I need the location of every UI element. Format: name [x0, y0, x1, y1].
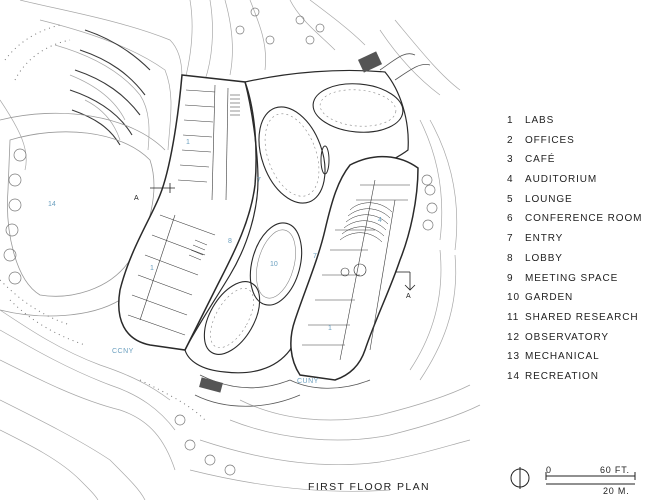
- central-plaza-outline: [184, 69, 409, 374]
- scale-bar: [545, 472, 636, 485]
- legend-label: AUDITORIUM: [525, 174, 598, 186]
- scale-meters-label: 20 M.: [603, 486, 630, 496]
- legend-item: 7 ENTRY: [507, 233, 642, 253]
- legend-number: 6: [507, 213, 514, 225]
- legend-item: 13 MECHANICAL: [507, 351, 642, 371]
- west-wing: [118, 74, 257, 351]
- legend-item: 6 CONFERENCE ROOM: [507, 213, 642, 233]
- legend-label: GARDEN: [525, 292, 574, 304]
- room-tag-garden: 10: [270, 261, 278, 268]
- legend-item: 5 LOUNGE: [507, 194, 642, 214]
- legend-number: 11: [507, 311, 520, 323]
- legend-label: LOUNGE: [525, 193, 573, 205]
- legend-label: CAFÉ: [525, 154, 556, 166]
- room-tag-lobby: 8: [228, 238, 232, 245]
- scale-zero-label: 0: [546, 465, 552, 475]
- legend-number: 4: [507, 174, 514, 186]
- section-cut-east: [395, 271, 416, 291]
- site-contours: [0, 0, 481, 500]
- garden-south: [203, 281, 261, 355]
- north-arrow: [510, 467, 530, 489]
- legend-label: LOBBY: [525, 252, 563, 264]
- section-mark-east: A: [406, 293, 411, 300]
- tree-rows: [0, 24, 206, 421]
- legend-number: 1: [507, 115, 514, 126]
- room-legend: 1 LABS 2 OFFICES 3 CAFÉ 4 AUDITORIUM 5 LOUNGE 6 CON…: [507, 115, 642, 391]
- legend-item: 14 RECREATION: [507, 371, 642, 391]
- legend-number: 7: [507, 233, 514, 245]
- legend-item: 1 LABS: [507, 115, 642, 135]
- room-tag-entry-west: 7: [257, 177, 261, 184]
- room-tag-entry-east: 7: [313, 253, 317, 260]
- legend-number: 8: [507, 252, 514, 264]
- legend-item: 11 SHARED RESEARCH: [507, 312, 642, 332]
- hill-terraces: [69, 29, 151, 146]
- room-tag-auditorium: 4: [378, 217, 382, 224]
- legend-number: 14: [507, 370, 520, 382]
- legend-label: LABS: [525, 115, 555, 126]
- legend-item: 2 OFFICES: [507, 135, 642, 155]
- legend-item: 4 AUDITORIUM: [507, 174, 642, 194]
- trees: [3, 7, 438, 476]
- legend-item: 10 GARDEN: [507, 292, 642, 312]
- legend-label: OFFICES: [525, 134, 575, 146]
- room-tag-labs-north: 1: [186, 139, 190, 146]
- legend-number: 10: [507, 292, 520, 304]
- legend-label: MECHANICAL: [525, 351, 600, 363]
- section-cut-west: [150, 183, 175, 193]
- legend-number: 3: [507, 154, 514, 166]
- west-wing-stairs: [188, 94, 240, 261]
- legend-label: RECREATION: [525, 370, 599, 382]
- legend-item: 3 CAFÉ: [507, 154, 642, 174]
- legend-label: CONFERENCE ROOM: [525, 213, 643, 225]
- west-wing-rooms: [127, 84, 229, 336]
- legend-label: OBSERVATORY: [525, 331, 610, 343]
- scale-feet-label: 60 FT.: [600, 465, 630, 475]
- legend-number: 12: [507, 331, 520, 343]
- east-wing-rooms: [302, 179, 410, 361]
- site-paths: [194, 53, 431, 407]
- drawing-title: FIRST FLOOR PLAN: [308, 481, 430, 493]
- legend-item: 8 LOBBY: [507, 253, 642, 273]
- legend-item: 9 MEETING SPACE: [507, 273, 642, 293]
- section-mark-west: A: [134, 195, 139, 202]
- garden-north: [258, 106, 326, 204]
- legend-number: 13: [507, 351, 520, 363]
- auditorium-seating: [339, 202, 393, 243]
- room-tag-labs-east: 1: [328, 325, 332, 332]
- legend-item: 12 OBSERVATORY: [507, 332, 642, 352]
- legend-label: MEETING SPACE: [525, 272, 619, 284]
- room-tag-labs-south: 1: [150, 265, 154, 272]
- site-label-cuny: CUNY: [297, 378, 319, 385]
- legend-number: 2: [507, 134, 514, 146]
- legend-number: 5: [507, 193, 514, 205]
- legend-label: ENTRY: [525, 233, 564, 245]
- site-label-ccny: CCNY: [112, 348, 134, 355]
- room-tag-recreation: 14: [48, 201, 56, 208]
- legend-number: 9: [507, 272, 514, 284]
- legend-label: SHARED RESEARCH: [525, 311, 639, 323]
- garden-northeast: [312, 83, 404, 133]
- garden-central: [249, 222, 303, 306]
